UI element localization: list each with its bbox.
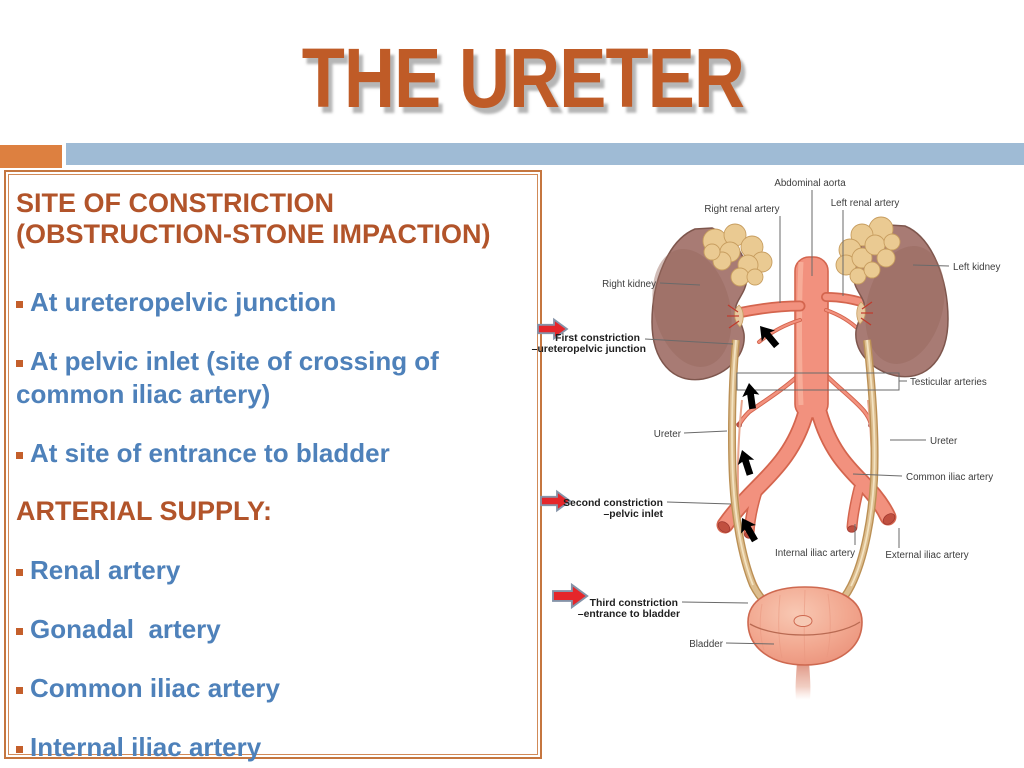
- label-right-renal-artery: Right renal artery: [704, 204, 779, 215]
- heading-line1: SITE OF CONSTRICTION: [16, 188, 335, 218]
- list-item: Renal artery: [16, 554, 532, 587]
- bullet-square-icon: [16, 301, 23, 308]
- aorta-vessel: [717, 256, 896, 539]
- label-second-constriction-line1: Second constriction: [563, 498, 663, 509]
- accent-blue-bar: [66, 143, 1024, 165]
- bullet-square-icon: [16, 569, 23, 576]
- list-item-label: At site of entrance to bladder: [30, 438, 390, 468]
- textbox-heading-arterial-supply: ARTERIAL SUPPLY:: [16, 496, 273, 526]
- left-adrenal-gland: [835, 216, 901, 285]
- bladder-shape: [747, 586, 863, 700]
- list-item: Common iliac artery: [16, 672, 532, 705]
- bullet-square-icon: [16, 687, 23, 694]
- red-arrow-third-constriction: [552, 583, 589, 609]
- list-item: Internal iliac artery: [16, 731, 532, 764]
- label-ureter-left: Ureter: [654, 429, 682, 440]
- label-external-iliac-artery: External iliac artery: [885, 550, 968, 561]
- label-internal-iliac-artery: Internal iliac artery: [775, 548, 855, 559]
- bullet-square-icon: [16, 360, 23, 367]
- bullet-square-icon: [16, 746, 23, 753]
- left-kidney-shape: [852, 224, 949, 378]
- right-adrenal-gland: [702, 223, 773, 287]
- label-common-iliac-artery: Common iliac artery: [906, 472, 993, 483]
- label-left-kidney: Left kidney: [953, 262, 1000, 273]
- list-item: At pelvic inlet (site of crossing of com…: [16, 345, 532, 411]
- label-third-constriction-line2: –entrance to bladder: [578, 609, 680, 620]
- label-right-kidney: Right kidney: [602, 279, 656, 290]
- label-abdominal-aorta: Abdominal aorta: [774, 178, 846, 189]
- label-second-constriction-line2: –pelvic inlet: [604, 509, 664, 520]
- list-item-label: At pelvic inlet (site of crossing of com…: [16, 346, 447, 409]
- label-first-constriction-line2: –ureteropelvic junction: [532, 344, 646, 355]
- anatomy-diagram: Abdominal aorta Right renal artery Left …: [532, 178, 1000, 700]
- list-item: At ureteropelvic junction: [16, 286, 532, 319]
- label-third-constriction-line1: Third constriction: [590, 598, 678, 609]
- label-first-constriction-line1: First constriction: [555, 333, 640, 344]
- slide-title: THE URETER: [301, 31, 745, 125]
- accent-orange-square: [0, 145, 62, 168]
- list-item: Gonadal artery: [16, 613, 532, 646]
- label-testicular-arteries: Testicular arteries: [910, 377, 987, 388]
- list-item-label: Renal artery: [30, 555, 181, 585]
- label-bladder: Bladder: [689, 639, 724, 650]
- list-item-label: Internal iliac artery: [30, 732, 262, 762]
- label-left-renal-artery: Left renal artery: [831, 198, 900, 209]
- heading-line2: (OBSTRUCTION-STONE IMPACTION): [16, 219, 491, 249]
- bullet-square-icon: [16, 452, 23, 459]
- list-item-label: Gonadal artery: [30, 614, 221, 644]
- constriction-textbox: SITE OF CONSTRICTION (OBSTRUCTION-STONE …: [4, 170, 542, 762]
- list-item-label: At ureteropelvic junction: [30, 287, 337, 317]
- textbox-heading: SITE OF CONSTRICTION (OBSTRUCTION-STONE …: [16, 188, 532, 250]
- list-item-label: Common iliac artery: [30, 673, 280, 703]
- list-item: At site of entrance to bladder: [16, 437, 532, 470]
- leader-lines: [644, 190, 950, 645]
- label-ureter-right: Ureter: [930, 436, 958, 447]
- bullet-square-icon: [16, 628, 23, 635]
